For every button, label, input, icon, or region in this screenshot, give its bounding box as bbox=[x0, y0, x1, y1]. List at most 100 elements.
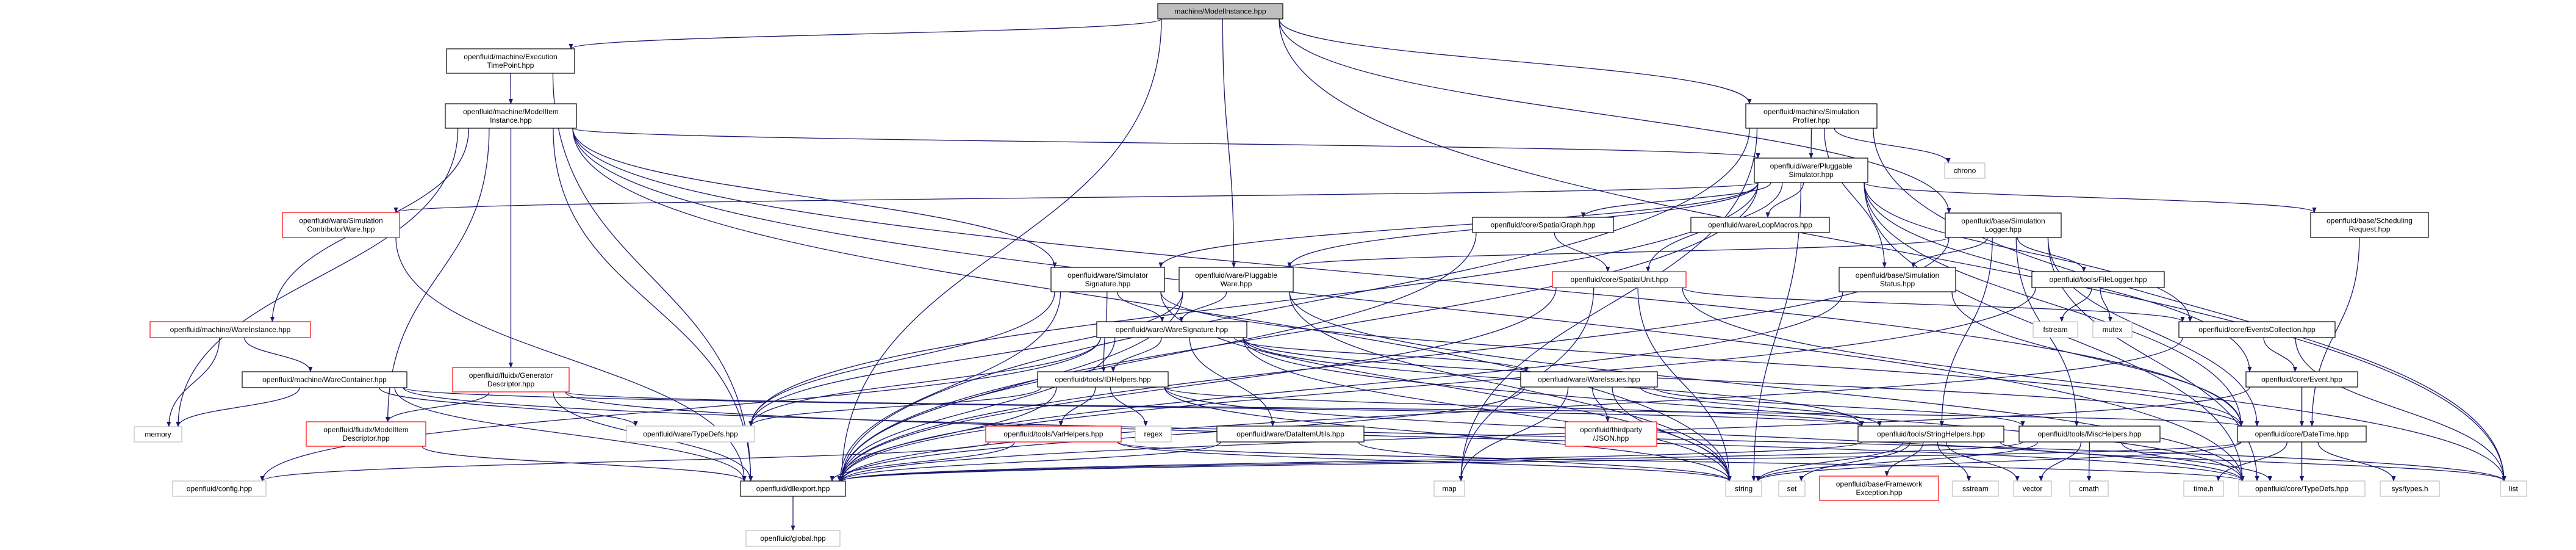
edge-root-to-plugware bbox=[1222, 18, 1236, 268]
node-label: TimePoint.hpp bbox=[487, 61, 534, 70]
node-set[interactable]: set bbox=[1778, 480, 1806, 497]
node-label: openfluid/machine/Execution bbox=[464, 52, 557, 61]
node-coretypedefs[interactable]: openfluid/core/TypeDefs.hpp bbox=[2238, 480, 2366, 497]
edge-idhelpers-to-waretypedefs bbox=[748, 386, 1042, 427]
node-label: openfluid/core/EventsCollection.hpp bbox=[2198, 325, 2316, 334]
edge-warecont-to-dllexport bbox=[394, 387, 747, 482]
node-box bbox=[1565, 421, 1657, 447]
node-wareissues[interactable]: openfluid/ware/WareIssues.hpp bbox=[1520, 371, 1658, 388]
node-label: openfluid/ware/WareSignature.hpp bbox=[1116, 325, 1229, 334]
edge-plugsim-to-loopmacros bbox=[1765, 182, 1804, 218]
edge-simlogger-to-strhelpers bbox=[1939, 237, 1993, 427]
edge-waresig-to-waretypedefs bbox=[748, 337, 1101, 427]
edge-mii-to-memory bbox=[176, 128, 459, 427]
node-json[interactable]: openfluid/thirdparty/JSON.hpp bbox=[1565, 421, 1657, 447]
node-sstream[interactable]: sstream bbox=[1952, 480, 1999, 497]
node-cmath[interactable]: cmath bbox=[2069, 480, 2109, 497]
edge-simcontrib-to-dllexport bbox=[395, 237, 747, 482]
node-label: openfluid/ware/Pluggable bbox=[1195, 271, 1277, 280]
node-map[interactable]: map bbox=[1433, 480, 1465, 497]
node-mischelpers[interactable]: openfluid/tools/MiscHelpers.hpp bbox=[2018, 425, 2161, 443]
node-systypes[interactable]: sys/types.h bbox=[2380, 480, 2440, 497]
node-root[interactable]: machine/ModelInstance.hpp bbox=[1157, 3, 1283, 20]
node-loopmacros[interactable]: openfluid/ware/LoopMacros.hpp bbox=[1690, 217, 1830, 233]
node-vector[interactable]: vector bbox=[2013, 480, 2052, 497]
node-waretypedefs[interactable]: openfluid/ware/TypeDefs.hpp bbox=[626, 425, 755, 443]
node-fstream[interactable]: fstream bbox=[2032, 321, 2078, 338]
node-label: openfluid/core/Event.hpp bbox=[2261, 375, 2342, 384]
edge-filelogger-to-fstream bbox=[2059, 287, 2092, 322]
node-filelogger[interactable]: openfluid/tools/FileLogger.hpp bbox=[2031, 271, 2165, 288]
edge-simlogger-to-plugware bbox=[1287, 237, 1950, 268]
node-simcontrib[interactable]: openfluid/ware/SimulationContributorWare… bbox=[282, 212, 400, 238]
node-label: openfluid/ware/TypeDefs.hpp bbox=[643, 430, 738, 438]
node-chrono[interactable]: chrono bbox=[1944, 162, 1986, 179]
node-label: string bbox=[1735, 485, 1753, 493]
node-label: regex bbox=[1144, 430, 1162, 438]
edge-plugsim-to-simcontrib bbox=[394, 182, 1759, 213]
node-event[interactable]: openfluid/core/Event.hpp bbox=[2245, 371, 2358, 388]
edge-plugware-to-string bbox=[1289, 291, 1732, 482]
edge-root-to-etp bbox=[569, 18, 1162, 49]
edge-simprof-to-simstatus bbox=[1824, 128, 1887, 268]
node-box bbox=[1945, 212, 2062, 238]
node-box bbox=[446, 48, 575, 74]
node-mutex[interactable]: mutex bbox=[2092, 321, 2133, 338]
node-config[interactable]: openfluid/config.hpp bbox=[172, 480, 267, 497]
edge-waresig-to-dataitem bbox=[1189, 337, 1275, 427]
node-label: Exception.hpp bbox=[1856, 488, 1902, 497]
edge-datetime-to-dllexport bbox=[839, 441, 2242, 482]
node-label: openfluid/machine/WareContainer.hpp bbox=[262, 375, 387, 384]
node-label: openfluid/tools/MiscHelpers.hpp bbox=[2037, 430, 2141, 438]
node-varhelpers[interactable]: openfluid/tools/VarHelpers.hpp bbox=[985, 425, 1122, 443]
node-label: Profiler.hpp bbox=[1793, 116, 1830, 125]
node-spunit[interactable]: openfluid/core/SpatialUnit.hpp bbox=[1552, 271, 1687, 288]
node-label: openfluid/base/Framework bbox=[1836, 480, 1923, 488]
node-strhelpers[interactable]: openfluid/tools/StringHelpers.hpp bbox=[1857, 425, 2004, 443]
node-waresig[interactable]: openfluid/ware/WareSignature.hpp bbox=[1096, 321, 1247, 338]
node-timeh[interactable]: time.h bbox=[2183, 480, 2224, 497]
node-idhelpers[interactable]: openfluid/tools/IDHelpers.hpp bbox=[1037, 371, 1169, 388]
node-label: openfluid/core/SpatialGraph.hpp bbox=[1490, 221, 1595, 230]
node-label: openfluid/ware/Simulation bbox=[299, 217, 382, 225]
node-label: list bbox=[2509, 485, 2518, 493]
edge-spunit-to-list bbox=[1682, 287, 2506, 482]
node-spgraph[interactable]: openfluid/core/SpatialGraph.hpp bbox=[1472, 217, 1614, 233]
node-box bbox=[1725, 480, 1762, 497]
edge-strhelpers-to-dllexport bbox=[839, 441, 1862, 482]
node-warecont[interactable]: openfluid/machine/WareContainer.hpp bbox=[242, 371, 407, 388]
edge-plugsim-to-dllexport bbox=[839, 182, 1759, 482]
node-box bbox=[149, 321, 311, 338]
node-box bbox=[626, 425, 755, 443]
node-string[interactable]: string bbox=[1725, 480, 1762, 497]
node-memory[interactable]: memory bbox=[134, 426, 182, 443]
edge-idhelpers-to-coretypedefs bbox=[1164, 386, 2245, 482]
node-regex[interactable]: regex bbox=[1135, 425, 1172, 443]
node-list[interactable]: list bbox=[2500, 480, 2527, 497]
node-dataitem[interactable]: openfluid/ware/DataItemUtils.hpp bbox=[1216, 425, 1365, 443]
node-label: machine/ModelInstance.hpp bbox=[1174, 7, 1266, 16]
node-wareinst[interactable]: openfluid/machine/WareInstance.hpp bbox=[149, 321, 311, 338]
node-box bbox=[2245, 371, 2358, 388]
node-dllexport[interactable]: openfluid/dllexport.hpp bbox=[740, 480, 846, 497]
node-global[interactable]: openfluid/global.hpp bbox=[745, 530, 841, 547]
node-label: openfluid/tools/StringHelpers.hpp bbox=[1877, 430, 1985, 438]
node-label: openfluid/config.hpp bbox=[187, 485, 253, 493]
edge-root-to-simprof bbox=[1279, 18, 1752, 104]
node-datetime[interactable]: openfluid/core/DateTime.hpp bbox=[2237, 425, 2367, 443]
node-evcoll[interactable]: openfluid/core/EventsCollection.hpp bbox=[2178, 321, 2336, 338]
edge-waresig-to-config bbox=[260, 337, 1101, 482]
edge-mischelpers-to-cmath bbox=[2087, 441, 2092, 482]
